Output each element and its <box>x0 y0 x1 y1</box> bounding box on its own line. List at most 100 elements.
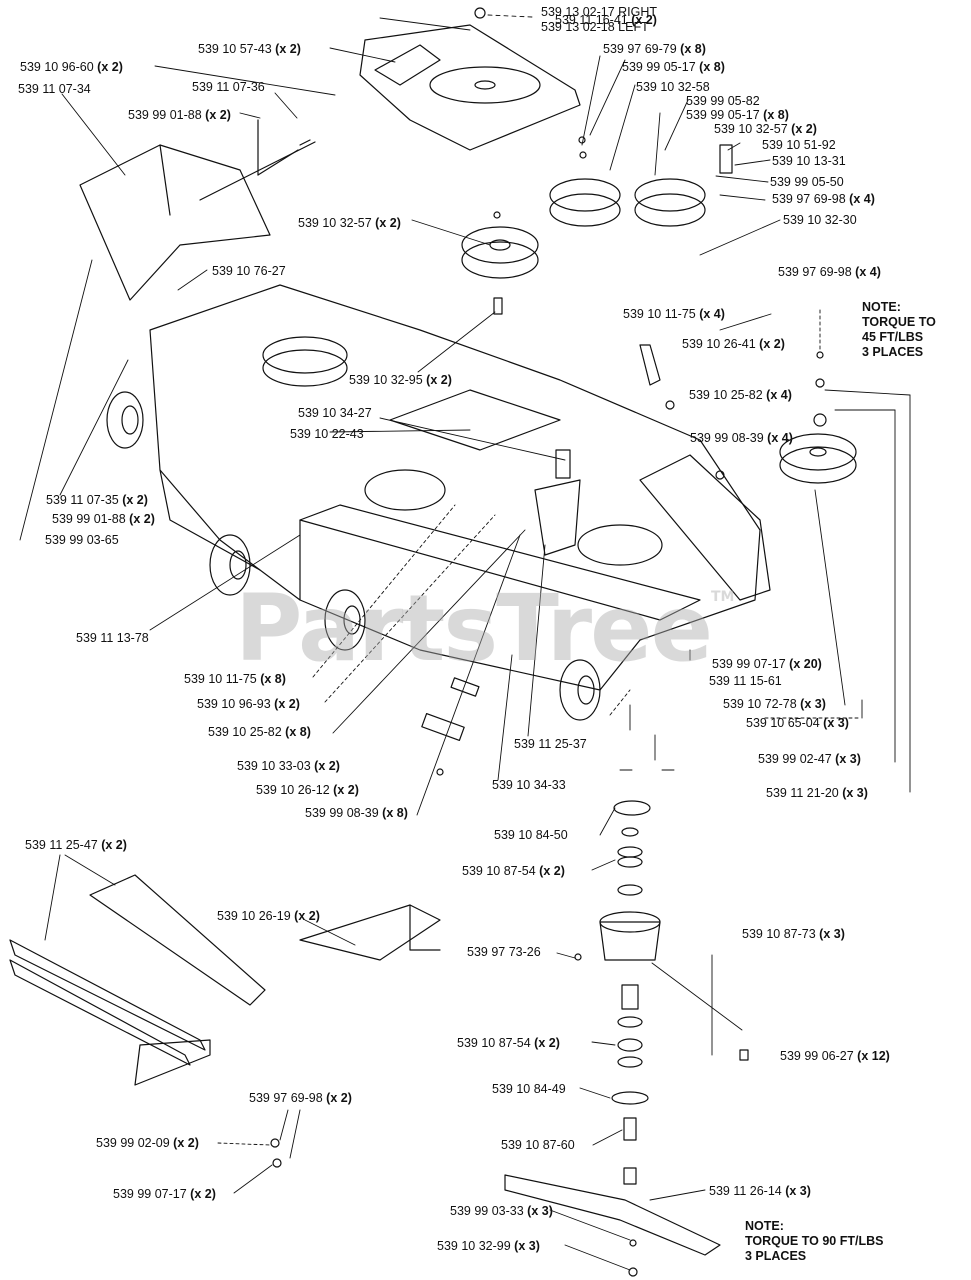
part-label: 539 10 25-82 (x 8) <box>208 725 311 739</box>
part-number: 539 10 65-04 <box>746 716 820 730</box>
part-label: 539 99 05-82 <box>686 94 760 108</box>
part-label: 539 11 26-14 (x 3) <box>709 1184 811 1198</box>
part-quantity: (x 2) <box>125 512 155 526</box>
part-label: 539 10 11-75 (x 4) <box>623 307 725 321</box>
part-number: 539 10 25-82 <box>208 725 282 739</box>
part-quantity: (x 2) <box>290 909 320 923</box>
part-number: 539 10 84-49 <box>492 1082 566 1096</box>
partstree-watermark: PartsTreeTM <box>235 575 735 682</box>
part-number: 539 10 32-57 <box>714 122 788 136</box>
part-quantity: (x 2) <box>201 108 231 122</box>
part-label: 539 10 32-57 (x 2) <box>298 216 401 230</box>
part-quantity: (x 2) <box>118 493 148 507</box>
part-number: 539 10 72-78 <box>723 697 797 711</box>
part-number: 539 13 02-17 RIGHT <box>541 5 658 19</box>
part-label: 539 99 05-17 (x 8) <box>686 108 789 122</box>
part-label: 539 10 84-50 <box>494 828 568 842</box>
part-quantity: (x 2) <box>97 838 127 852</box>
part-label: 539 10 32-30 <box>783 213 857 227</box>
part-label: 539 97 69-98 (x 4) <box>778 265 881 279</box>
part-number: 539 99 02-09 <box>96 1136 170 1150</box>
part-quantity: (x 2) <box>627 13 657 27</box>
part-number: 539 10 87-73 <box>742 927 816 941</box>
part-number: 539 99 05-17 <box>686 108 760 122</box>
part-number: 539 10 13-31 <box>772 154 846 168</box>
part-number: 539 10 51-92 <box>762 138 836 152</box>
part-label: 539 10 96-93 (x 2) <box>197 697 300 711</box>
part-number: 539 10 32-30 <box>783 213 857 227</box>
part-label: 539 10 84-49 <box>492 1082 566 1096</box>
part-label: 539 10 26-41 (x 2) <box>682 337 785 351</box>
part-number: 539 10 26-12 <box>256 783 330 797</box>
part-number: 539 11 25-47 <box>25 838 98 852</box>
part-quantity: (x 4) <box>851 265 881 279</box>
part-quantity: (x 8) <box>676 42 706 56</box>
gauge-wheel-drawings <box>106 391 601 721</box>
part-label: 539 10 25-82 (x 4) <box>689 388 792 402</box>
part-quantity: (x 2) <box>93 60 123 74</box>
part-label: 539 13 02-18 LEFT <box>541 20 649 34</box>
part-quantity: (x 3) <box>831 752 861 766</box>
part-label: 539 97 73-26 <box>467 945 541 959</box>
part-number: 539 11 26-14 <box>709 1184 782 1198</box>
part-label: 539 99 08-39 (x 8) <box>305 806 408 820</box>
part-quantity: (x 2) <box>422 373 452 387</box>
part-number: 539 99 07-17 <box>113 1187 187 1201</box>
part-quantity: (x 8) <box>378 806 408 820</box>
part-quantity: (x 3) <box>838 786 868 800</box>
part-label: 539 99 02-09 (x 2) <box>96 1136 199 1150</box>
part-quantity: (x 2) <box>787 122 817 136</box>
part-quantity: (x 8) <box>281 725 311 739</box>
part-label: 539 10 34-33 <box>492 778 566 792</box>
part-label: 539 10 57-43 (x 2) <box>198 42 301 56</box>
part-quantity: (x 2) <box>535 864 565 878</box>
part-number: 539 99 03-65 <box>45 533 119 547</box>
part-label: 539 10 26-12 (x 2) <box>256 783 359 797</box>
part-quantity: (x 4) <box>762 388 792 402</box>
part-quantity: (x 8) <box>759 108 789 122</box>
part-number: 539 10 96-60 <box>20 60 94 74</box>
part-number: 539 10 32-99 <box>437 1239 511 1253</box>
part-label: 539 99 01-88 (x 2) <box>52 512 155 526</box>
part-quantity: (x 4) <box>695 307 725 321</box>
part-number: 539 99 01-88 <box>128 108 202 122</box>
part-label: 539 13 02-17 RIGHT <box>541 5 657 19</box>
part-label: 539 11 13-78 <box>76 631 149 645</box>
part-number: 539 11 15-61 <box>709 674 782 688</box>
part-label: 539 11 07-35 (x 2) <box>46 493 148 507</box>
part-label: 539 99 03-33 (x 3) <box>450 1204 553 1218</box>
part-number: 539 11 07-34 <box>18 82 91 96</box>
part-label: 539 10 32-99 (x 3) <box>437 1239 540 1253</box>
part-label: 539 10 13-31 <box>772 154 846 168</box>
part-label: 539 99 01-88 (x 2) <box>128 108 231 122</box>
part-number: 539 10 34-27 <box>298 406 372 420</box>
part-label: 539 10 65-04 (x 3) <box>746 716 849 730</box>
part-number: 539 99 01-88 <box>52 512 126 526</box>
part-quantity: (x 2) <box>322 1091 352 1105</box>
part-label: 539 10 32-58 <box>636 80 710 94</box>
part-quantity: (x 2) <box>270 697 300 711</box>
part-number: 539 10 32-57 <box>298 216 372 230</box>
part-number: 539 97 73-26 <box>467 945 541 959</box>
part-number: 539 10 11-75 <box>623 307 696 321</box>
part-label: 539 10 87-73 (x 3) <box>742 927 845 941</box>
part-label: 539 99 02-47 (x 3) <box>758 752 861 766</box>
part-quantity: (x 2) <box>755 337 785 351</box>
part-number: 539 10 33-03 <box>237 759 311 773</box>
part-quantity: (x 2) <box>530 1036 560 1050</box>
part-quantity: (x 2) <box>329 783 359 797</box>
part-label: 539 10 32-57 (x 2) <box>714 122 817 136</box>
part-label: 539 11 25-47 (x 2) <box>25 838 127 852</box>
part-number: 539 10 26-41 <box>682 337 756 351</box>
leader-lines <box>19 14 911 1271</box>
part-label: 539 10 22-43 <box>290 427 364 441</box>
part-number: 539 11 07-36 <box>192 80 265 94</box>
part-label: 539 11 16-41 (x 2) <box>555 13 657 27</box>
part-quantity: (x 8) <box>695 60 725 74</box>
part-label: 539 99 06-27 (x 12) <box>780 1049 890 1063</box>
part-label: 539 99 08-39 (x 4) <box>690 431 793 445</box>
hardware-drawings <box>257 7 827 1277</box>
torque-note-90: NOTE:TORQUE TO 90 FT/LBS 3 PLACES <box>745 1219 884 1263</box>
